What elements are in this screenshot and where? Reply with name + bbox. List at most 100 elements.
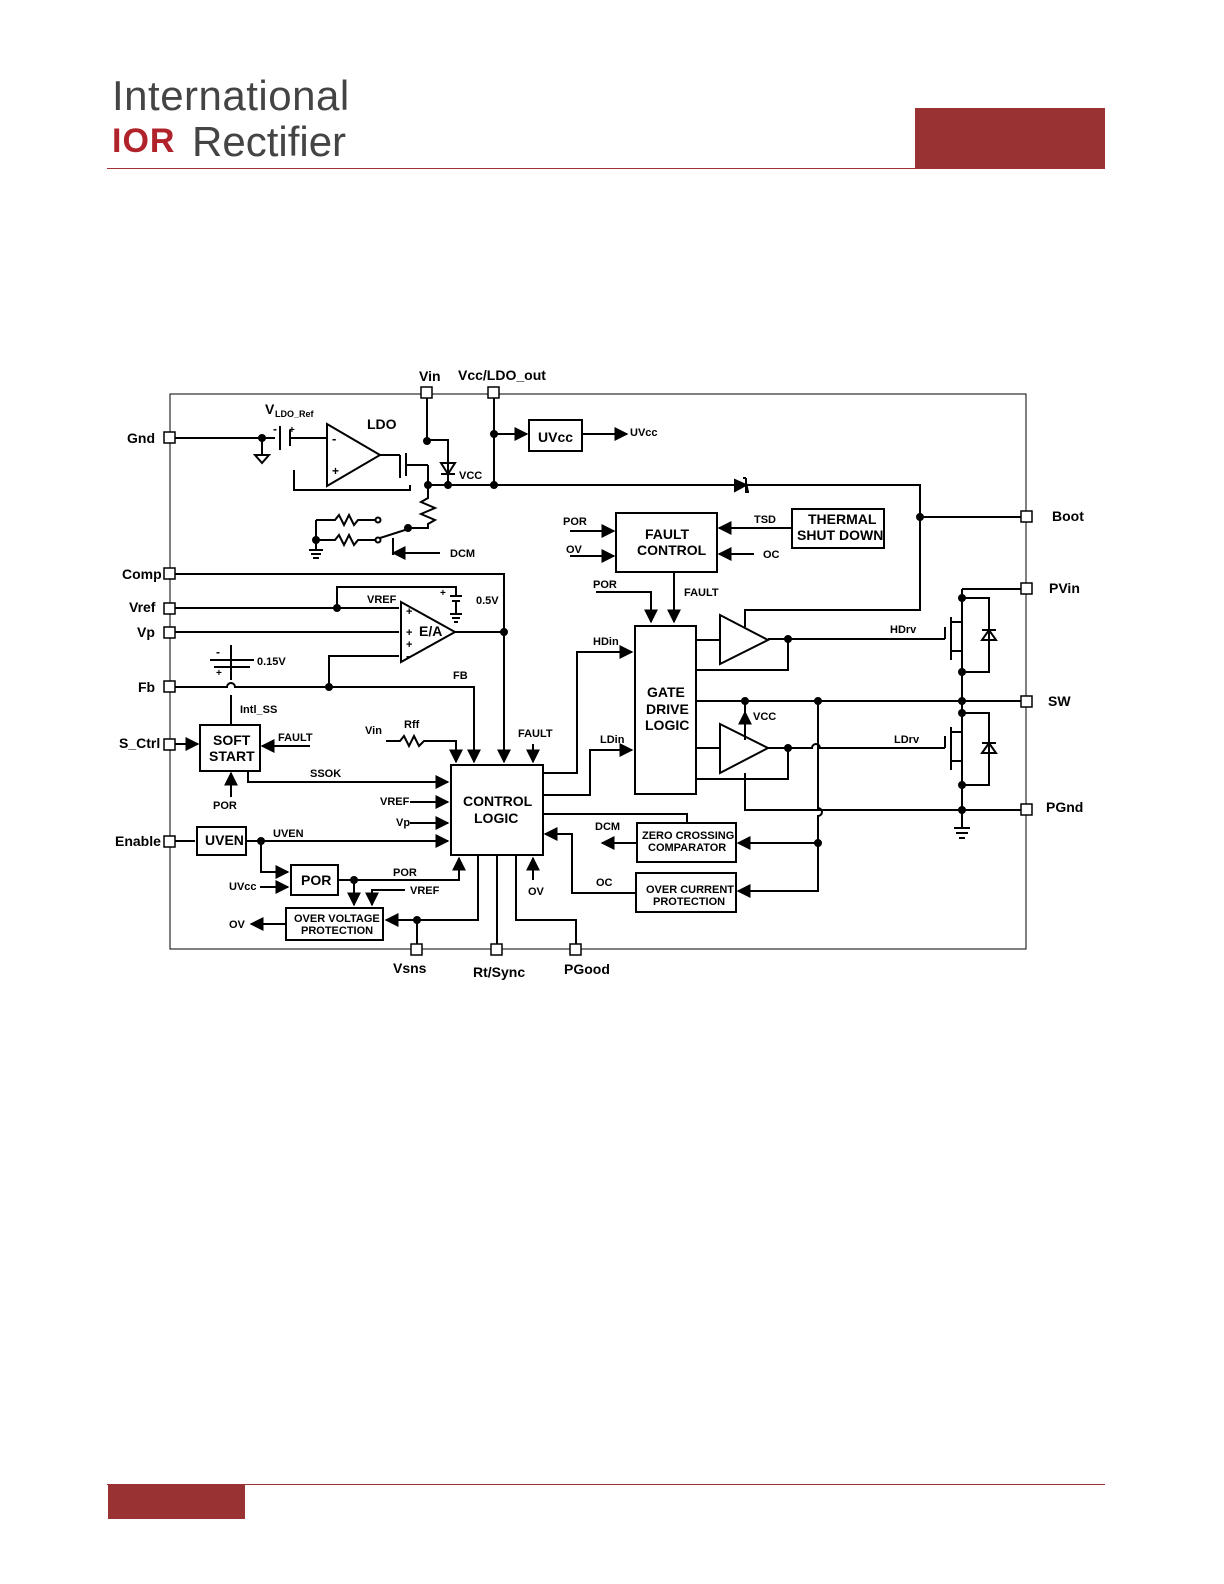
ssok-arrow [247,771,450,789]
label-tsd: TSD [754,514,776,526]
label-minus-ldo: - [332,431,336,446]
label-vsns: Vsns [393,960,427,976]
label-vcc1: VCC [459,470,482,482]
ground-symbol [309,520,323,559]
label-vp: Vp [137,624,155,640]
label-fault-2: CONTROL [637,542,707,558]
pin-enable [163,835,176,848]
vldo-ref-source [279,426,327,450]
ldo-amplifier [326,422,382,488]
pin-vsns [410,943,423,956]
por-block [290,864,339,896]
junction [784,744,792,752]
fb-wire [175,682,481,764]
label-uvcc-por: UVcc [229,881,257,893]
junction [490,481,498,489]
junction [413,916,421,924]
label-ov-out: OV [229,919,246,931]
pin-comp [163,567,176,580]
chip-outline [169,393,1027,950]
pin-vp [163,626,176,639]
low-side-fet [944,727,962,770]
uven-por-arrow [260,841,290,879]
junction [257,837,265,845]
label-plus-05: + [440,588,446,599]
dcm-resistor-b [316,532,376,548]
pin-pgood [569,943,582,956]
ldo-divider-resistor [408,485,438,529]
label-intl-ss: Intl_SS [240,704,277,716]
label-vref: Vref [129,599,156,615]
junction [444,481,452,489]
label-plus-015: + [216,668,222,679]
label-ss-1: SOFT [213,732,251,748]
label-zcc-1: ZERO CROSSING [642,830,734,842]
pvin-wire [961,588,1021,700]
label-thermal-2: SHUT DOWN [797,527,883,543]
ldo-pass-fet [380,453,428,478]
pgood-wire [515,855,577,944]
thermal-shutdown-block [791,508,885,549]
label-minus-ea: - [406,649,410,663]
label-plus-ldo: + [332,464,339,478]
fb-ea-wire [328,655,399,687]
label-gate-3: LOGIC [645,717,689,733]
boot-diode [734,477,749,493]
label-oc: OC [763,549,780,561]
label-vref-ea: VREF [367,594,397,606]
ground-symbol [450,613,462,623]
uven-block [196,826,247,856]
footer-brand-block [108,1485,245,1519]
fault-control-block [615,512,718,573]
label-por-ss: POR [213,800,237,812]
v015-source [210,645,254,680]
label-ssok: SSOK [310,768,341,780]
label-enable: Enable [115,833,161,849]
label-comp: Comp [122,566,162,582]
ovp-block [285,907,384,941]
label-por-gate: POR [593,579,617,591]
header-rule [107,168,1105,169]
label-plus-ea2: + [406,627,412,639]
junction [404,524,412,532]
label-pgood: PGood [564,961,610,977]
header-brand-block [915,108,1105,168]
label-oc2: OC [596,877,613,889]
pin-s-ctrl [163,738,176,751]
logo-international: International [112,72,350,119]
vin-rail [426,398,449,485]
label-gate-2: DRIVE [646,701,689,717]
pin-pvin [1020,582,1033,595]
label-hdin: HDin [593,636,619,648]
label-vldo-ref-sub: LDO_Ref [275,409,315,419]
por-cl-arrow [338,856,466,881]
pin-gnd [163,431,176,444]
label-zcc-2: COMPARATOR [648,842,726,854]
label-sw: SW [1048,693,1071,709]
label-fault-ss: FAULT [278,732,313,744]
label-uven-block: UVEN [205,832,244,848]
label-pvin: PVin [1049,580,1080,596]
label-ea: E/A [419,623,442,639]
label-thermal-1: THERMAL [808,511,877,527]
high-side-fet [944,617,962,660]
switch-contact [374,536,382,544]
label-uven: UVEN [273,828,304,840]
uvcc-block [528,419,583,452]
high-side-driver [696,613,771,666]
label-fault-1: FAULT [645,526,690,542]
logo-rectifier: Rectifier [192,118,347,165]
label-vref-ovp: VREF [410,885,440,897]
pin-pgnd [1020,803,1033,816]
pin-fb [163,680,176,693]
low-side-driver [696,722,771,775]
label-plus-ea3: + [406,639,412,651]
label-gnd: Gnd [127,430,155,446]
label-fault-cl: FAULT [518,728,553,740]
label-uvcc-out: UVcc [630,427,658,439]
junction [325,683,333,691]
label-s-ctrl: S_Ctrl [119,735,160,751]
label-por-fault: POR [563,516,587,528]
label-ldo: LDO [367,416,397,432]
junction [814,839,822,847]
